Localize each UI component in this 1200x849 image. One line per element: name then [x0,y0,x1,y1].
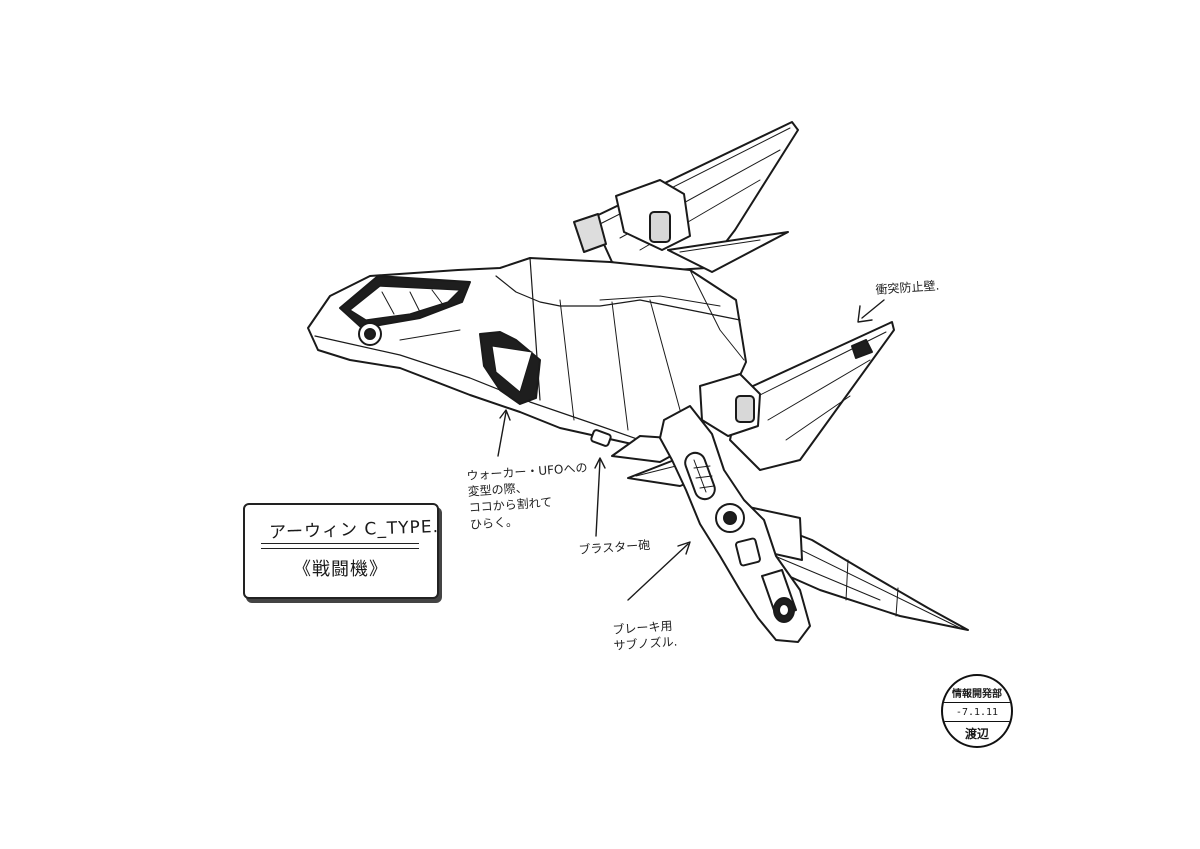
note-hatch: ウォーカー・UFOへの 変型の際、 ココから割れて ひらく。 [466,460,591,533]
cockpit-canopy [339,275,471,346]
title-plate-name: アーウィン C_TYPE. [268,517,440,543]
stamp-divider [943,721,1011,722]
annotation-arrows [497,299,885,601]
stamp-name: 渡辺 [964,727,989,741]
stamp-date: -7.1.11 [955,707,999,718]
approval-stamp: 情報開発部 -7.1.11 渡辺 [941,674,1013,748]
upper-wing [573,121,799,273]
stamp-department: 情報開発部 [952,689,1002,700]
title-plate-subtitle: 《戦闘機》 [293,559,388,580]
stamp-divider [943,702,1011,703]
brake-nozzle-arm [659,405,811,643]
title-plate-rule [261,543,419,544]
title-plate-rule [261,548,419,549]
note-brake-nozzle: ブレーキ用 サブノズル. [612,618,678,655]
title-plate: アーウィン C_TYPE. 《戦闘機》 [243,503,439,599]
